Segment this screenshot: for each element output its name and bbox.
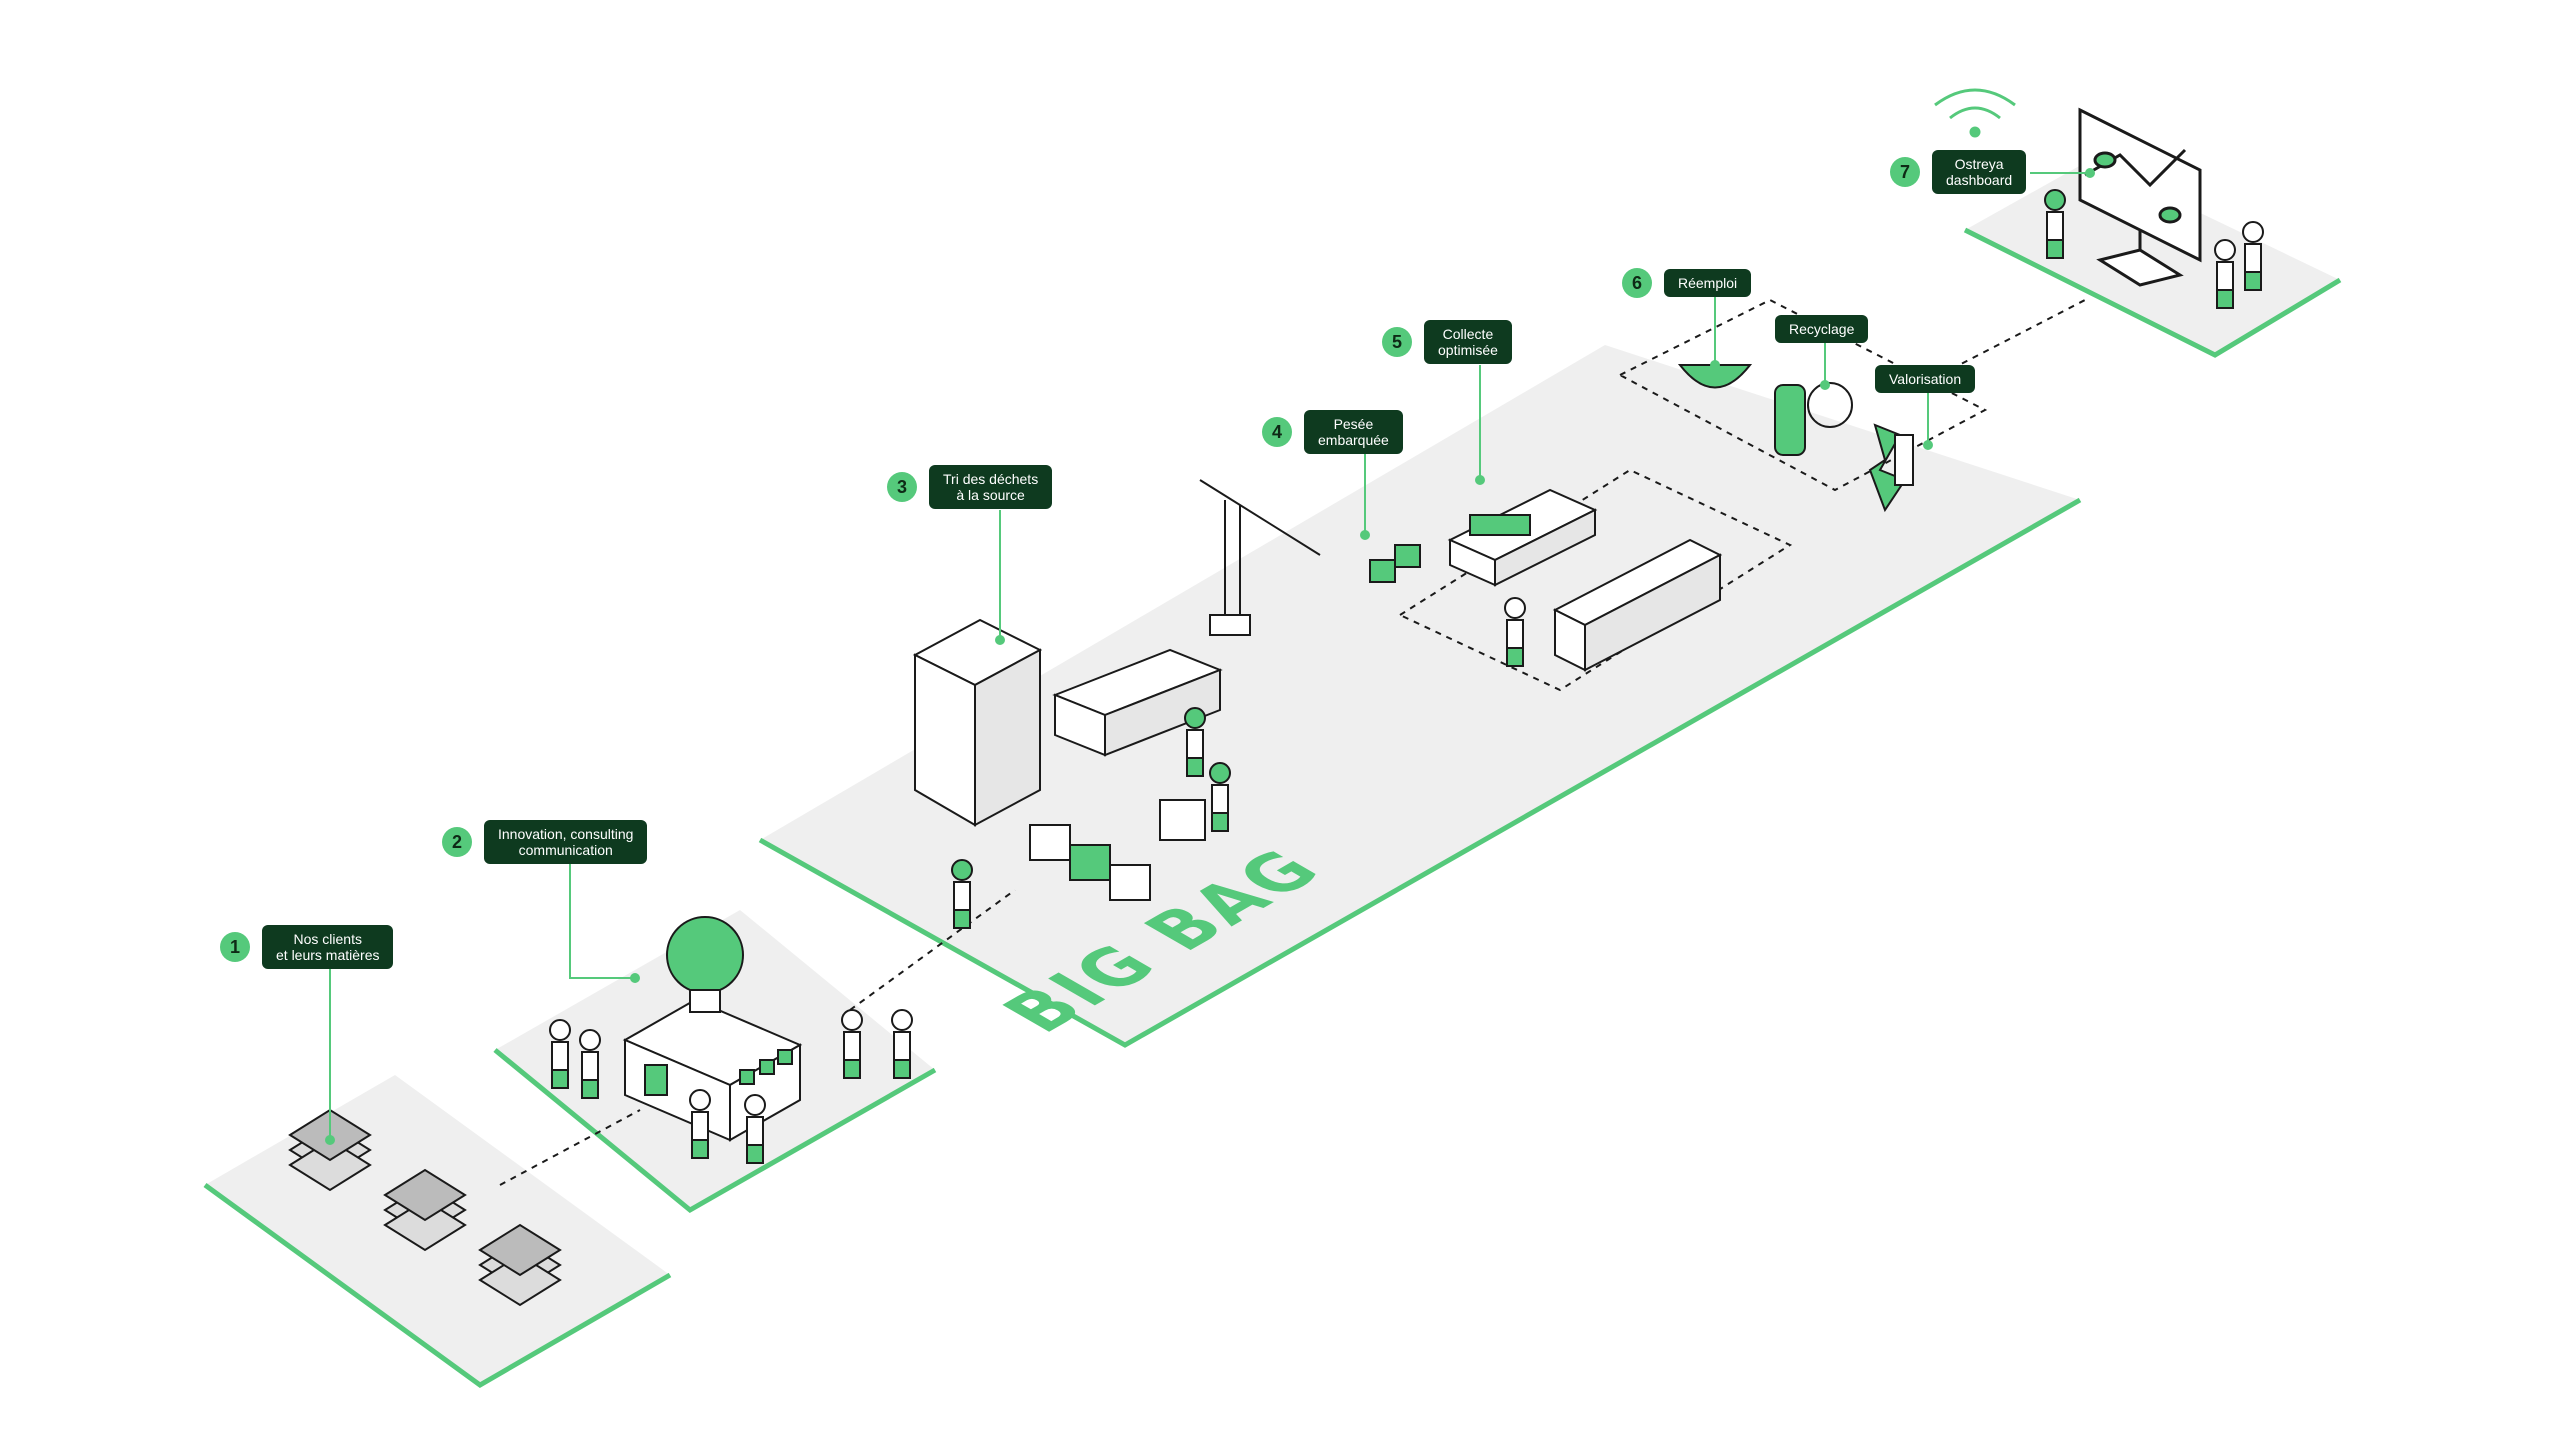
construction-crane: [1199, 479, 1321, 636]
lightbulb-icon: [666, 916, 744, 994]
step-number: 1: [220, 932, 250, 962]
big-bags: [1029, 799, 1206, 901]
recovery-label: Valorisation: [1875, 365, 1976, 393]
step-label: Réemploi: [1664, 269, 1752, 297]
person-icon: [951, 859, 973, 929]
weighing-boxes: [1369, 544, 1421, 583]
person-icon: [2214, 239, 2236, 309]
reuse-bowl-icon: [1677, 364, 1753, 389]
material-stack-2: [383, 1168, 467, 1252]
person-icon: [841, 1009, 863, 1079]
person-icon: [2044, 189, 2066, 259]
person-icon: [1209, 762, 1231, 832]
person-icon: [1184, 707, 1206, 777]
person-icon: [744, 1094, 766, 1164]
step-number: 5: [1382, 327, 1412, 357]
step-number: 4: [1262, 417, 1292, 447]
wifi-icon: [1934, 88, 2016, 138]
recycling-label: Recyclage: [1775, 315, 1869, 343]
collection-truck-crane: [1447, 488, 1598, 587]
step-number: 2: [442, 827, 472, 857]
waste-container: [1052, 648, 1223, 757]
recycling-bottle-icon: [1774, 382, 1853, 456]
person-icon: [689, 1089, 711, 1159]
person-icon: [891, 1009, 913, 1079]
material-stack-3: [478, 1223, 562, 1307]
step-number: 6: [1622, 268, 1652, 298]
material-stacks: [288, 1108, 562, 1307]
person-icon: [549, 1019, 571, 1089]
people: [549, 189, 2264, 1164]
person-icon: [2242, 221, 2264, 291]
office-building: [912, 618, 1043, 827]
label-leader-lines: [325, 168, 2095, 1145]
person-icon: [1504, 597, 1526, 667]
collection-truck-dump: [1552, 538, 1723, 672]
step-number: 3: [887, 472, 917, 502]
innovation-building: [622, 916, 803, 1142]
step-6: 6 Réemploi: [1622, 268, 1752, 298]
step-number: 7: [1890, 157, 1920, 187]
person-icon: [579, 1029, 601, 1099]
recovery-energy-icon: [1868, 423, 1914, 513]
dashboard-monitor: [2078, 107, 2202, 287]
material-stack-1: [288, 1108, 372, 1192]
